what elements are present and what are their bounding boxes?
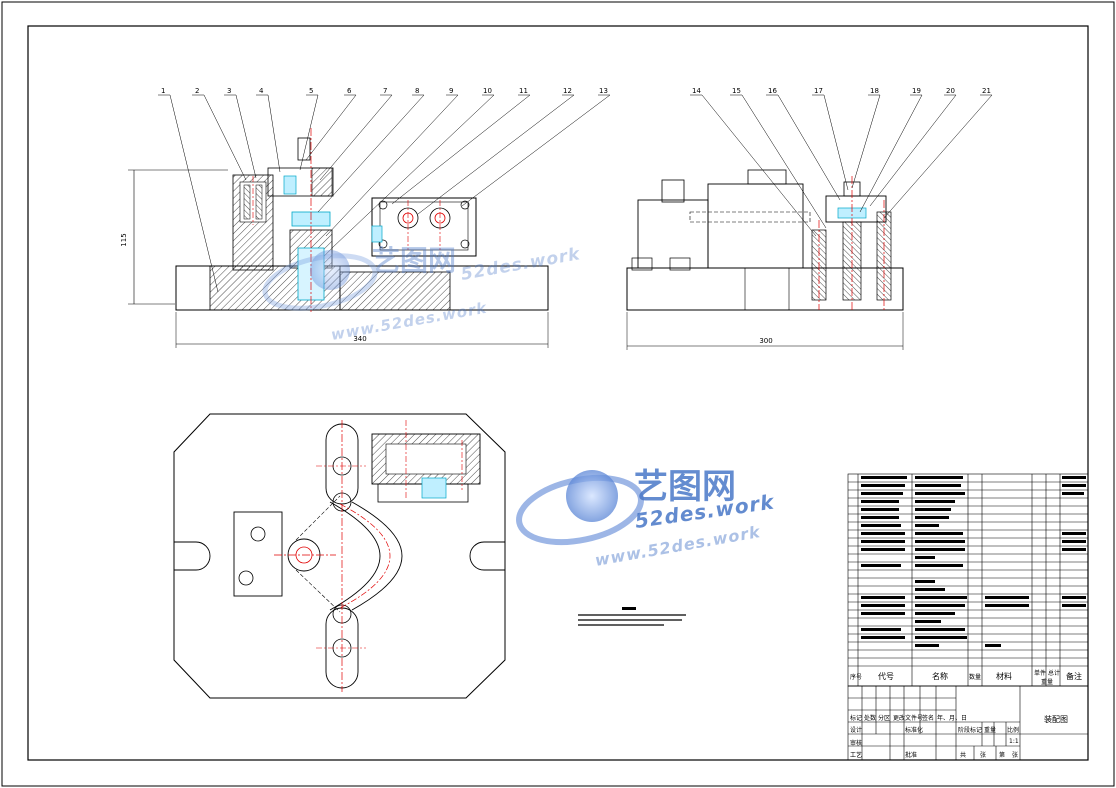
header-unit-single: 单件 <box>1034 669 1046 677</box>
balloon-21: 21 <box>982 87 991 95</box>
balloon-15: 15 <box>732 87 741 95</box>
parts-list <box>847 473 1089 687</box>
top-view <box>173 413 506 699</box>
balloon-12: 12 <box>563 87 572 95</box>
header-name: 名称 <box>932 671 948 681</box>
tb-scale-value: 1:1 <box>1009 738 1019 745</box>
balloon-16: 16 <box>768 87 777 95</box>
header-unit-total: 总计 <box>1048 669 1060 677</box>
tb-sheet-unit-1: 张 <box>980 751 986 759</box>
balloon-13: 13 <box>599 87 608 95</box>
technical-notes <box>578 607 686 626</box>
tb-count: 处数 <box>864 714 876 722</box>
header-code: 代号 <box>878 671 894 681</box>
balloon-20: 20 <box>946 87 955 95</box>
tb-sheet-no: 第 <box>999 751 1005 759</box>
dim-front-width: 340 <box>353 335 366 343</box>
side-view: 300 14 15 16 17 18 19 20 21 <box>626 87 993 350</box>
balloon-1: 1 <box>161 87 165 95</box>
tb-design: 设计 <box>850 726 862 734</box>
parts-list-illegible-entries <box>861 476 1086 647</box>
header-seq: 序号 <box>850 673 862 681</box>
drawing-title: 装配图 <box>1044 714 1068 724</box>
balloon-18: 18 <box>870 87 879 95</box>
tb-process: 工艺 <box>850 751 862 759</box>
balloon-19: 19 <box>912 87 921 95</box>
tb-review: 审核 <box>850 739 862 747</box>
title-block-labels: 标记 处数 分区 更改文件号 签名 年、月、日 设计 标准化 审核 工艺 批准 … <box>850 714 1068 759</box>
balloon-5: 5 <box>309 87 313 95</box>
tb-sheet-unit-2: 张 <box>1012 751 1018 759</box>
front-view: 115 340 1 2 3 4 5 6 7 8 9 10 11 <box>120 87 611 348</box>
tb-stage: 阶段标记 <box>958 726 982 734</box>
balloon-14: 14 <box>692 87 701 95</box>
watermark-brand: 艺图网 <box>634 467 736 507</box>
balloon-17: 17 <box>814 87 823 95</box>
dim-side-width: 300 <box>759 337 772 345</box>
balloon-3: 3 <box>227 87 231 95</box>
title-block <box>847 685 1089 761</box>
watermark-logo-main: 艺图网 52des.work www.52des.work <box>516 467 777 570</box>
balloon-6: 6 <box>347 87 352 95</box>
balloon-9: 9 <box>449 87 453 95</box>
balloon-8: 8 <box>415 87 419 95</box>
tb-weight: 重量 <box>984 726 996 734</box>
header-remark: 备注 <box>1066 671 1082 681</box>
balloon-2: 2 <box>195 87 199 95</box>
tb-zone: 分区 <box>878 714 890 722</box>
balloon-4: 4 <box>259 87 264 95</box>
tb-sheets-total: 共 <box>960 751 966 759</box>
parts-list-header: 序号 代号 名称 数量 材料 单件 总计 重量 备注 <box>850 669 1082 686</box>
sheet-inner-frame <box>27 25 1089 761</box>
tb-change-doc: 更改文件号 <box>893 714 923 722</box>
header-material: 材料 <box>996 671 1012 681</box>
dim-front-height: 115 <box>120 233 128 246</box>
balloon-11: 11 <box>519 87 528 95</box>
watermark-brand-small: 艺图网 <box>372 244 456 277</box>
tb-standard: 标准化 <box>905 726 923 734</box>
tb-mark: 标记 <box>850 714 862 722</box>
tb-date: 年、月、日 <box>937 714 967 722</box>
balloon-7: 7 <box>383 87 387 95</box>
header-weight: 重量 <box>1041 678 1053 686</box>
tb-approve: 批准 <box>905 751 917 759</box>
balloon-10: 10 <box>483 87 492 95</box>
tb-scale: 比例 <box>1007 726 1019 734</box>
watermark-site-small: 52des.work <box>459 244 582 285</box>
header-qty: 数量 <box>969 673 981 681</box>
tb-sign: 签名 <box>922 714 934 722</box>
